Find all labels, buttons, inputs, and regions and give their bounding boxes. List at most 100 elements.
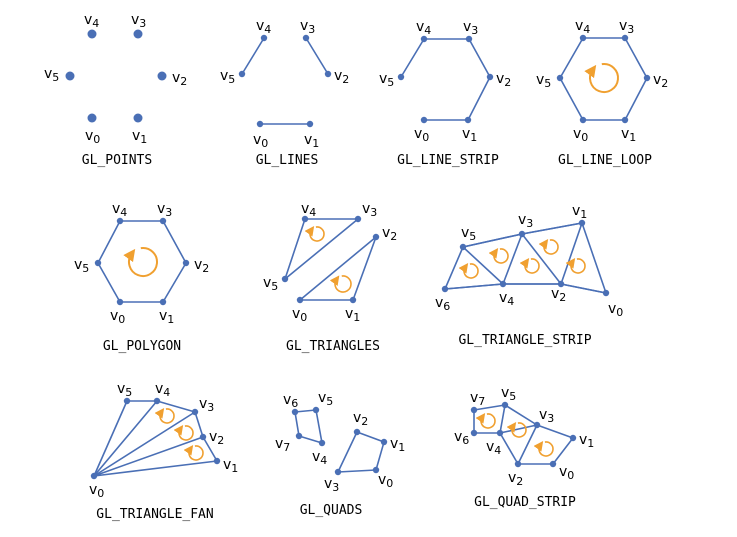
- vertex-label: v2: [353, 410, 368, 428]
- edge: [560, 222, 583, 285]
- vertex-point: [518, 230, 526, 238]
- vertex-point: [569, 434, 577, 442]
- edge: [194, 411, 204, 438]
- panel-caption: GL_QUAD_STRIP: [474, 495, 576, 510]
- vertex-label: v2: [209, 429, 224, 447]
- edge: [294, 409, 317, 413]
- vertex-point: [182, 259, 190, 267]
- vertex-point: [556, 74, 564, 82]
- edge: [473, 404, 506, 411]
- panel-caption: GL_LINE_LOOP: [558, 153, 652, 168]
- vertex-point: [533, 421, 541, 429]
- vertex-label: v2: [172, 70, 187, 88]
- vertex-label: v4: [84, 12, 99, 30]
- vertex-label: v2: [508, 470, 523, 488]
- vertex-label: v3: [157, 201, 172, 219]
- vertex-point: [354, 215, 362, 223]
- vertex-label: v2: [334, 68, 349, 86]
- rotation-arrow-icon: [506, 421, 527, 438]
- rotation-arrow-icon: [584, 63, 619, 93]
- vertex-label: v0: [414, 126, 429, 144]
- vertex-point: [213, 457, 221, 465]
- vertex-point: [159, 217, 167, 225]
- edge: [352, 236, 377, 301]
- edge: [444, 246, 464, 290]
- vertex-label: v3: [463, 19, 478, 37]
- edge: [93, 400, 158, 477]
- vertex-point: [302, 34, 310, 42]
- edge: [305, 37, 329, 75]
- vertex-point: [116, 217, 124, 225]
- edge: [462, 233, 523, 248]
- vertex-label: v5: [379, 71, 394, 89]
- rotation-arrow-icon: [329, 275, 352, 293]
- vertex-point: [514, 460, 522, 468]
- vertex-label: v0: [559, 464, 574, 482]
- vertex-label: v0: [573, 126, 588, 144]
- edge: [162, 262, 187, 303]
- vertex-point: [643, 74, 651, 82]
- edge: [93, 411, 196, 477]
- vertex-label: v3: [131, 12, 146, 30]
- rotation-arrow-icon: [304, 225, 325, 242]
- vertex-point: [465, 35, 473, 43]
- panel-caption: GL_TRIANGLE_STRIP: [458, 333, 591, 348]
- vertex-point: [420, 116, 428, 124]
- vertex-point: [291, 408, 299, 416]
- vertex-label: v4: [256, 18, 271, 36]
- vertex-point: [295, 432, 303, 440]
- edge: [467, 76, 491, 121]
- edge: [356, 431, 385, 443]
- edge: [241, 37, 265, 75]
- vertex-point: [621, 34, 629, 42]
- vertex-label: v6: [454, 429, 469, 447]
- edge: [559, 37, 584, 79]
- edge: [560, 283, 607, 294]
- edge: [162, 220, 187, 264]
- vertex-label: v3: [300, 18, 315, 36]
- edge: [156, 400, 196, 413]
- edge: [499, 424, 538, 434]
- vertex-label: v4: [486, 439, 501, 457]
- vertex-point: [579, 116, 587, 124]
- vertex-point: [380, 438, 388, 446]
- rotation-arrow-icon: [538, 238, 559, 255]
- vertex-point: [153, 397, 161, 405]
- vertex-label: v4: [499, 290, 514, 308]
- vertex-point: [260, 34, 268, 42]
- vertex-label: v4: [301, 201, 316, 219]
- rotation-arrow-icon: [458, 262, 479, 279]
- vertex-label: v0: [292, 306, 307, 324]
- vertex-label: v1: [390, 436, 405, 454]
- vertex-label: v5: [74, 257, 89, 275]
- vertex-point: [549, 460, 557, 468]
- edge: [502, 233, 523, 285]
- edge: [499, 404, 506, 434]
- vertex-label: v1: [572, 203, 587, 221]
- vertex-label: v5: [263, 275, 278, 293]
- vertex-label: v6: [435, 295, 450, 313]
- vertex-label: v1: [304, 132, 319, 150]
- vertex-point: [318, 439, 326, 447]
- vertex-label: v6: [283, 392, 298, 410]
- edge: [337, 431, 358, 473]
- vertex-point: [116, 298, 124, 306]
- vertex-label: v7: [275, 436, 290, 454]
- edge: [299, 236, 377, 301]
- vertex-point: [557, 280, 565, 288]
- vertex-point: [296, 296, 304, 304]
- edge: [284, 218, 359, 280]
- edge: [375, 441, 385, 471]
- vertex-point: [306, 120, 314, 128]
- panel-caption: GL_TRIANGLES: [286, 339, 380, 354]
- rotation-arrow-icon: [533, 440, 554, 457]
- vertex-label: v0: [378, 472, 393, 490]
- vertex-point: [301, 215, 309, 223]
- vertex-point: [123, 397, 131, 405]
- vertex-label: v7: [470, 390, 485, 408]
